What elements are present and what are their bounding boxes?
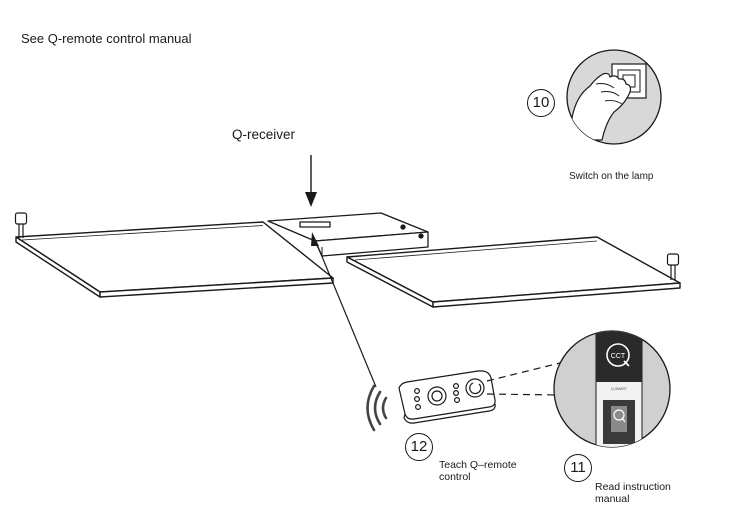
teach-remote-label: Teach Q–remote control (439, 459, 517, 483)
read-manual-label: Read instruction manual (595, 481, 671, 505)
right-light-panel (346, 236, 681, 308)
instruction-manual-icon: CCT Q-SMART (553, 330, 671, 448)
hand-pressing-wall-switch-icon (566, 49, 662, 145)
q-receiver-label: Q-receiver (232, 127, 296, 142)
manual-brand-text: CCT (611, 353, 626, 360)
step-10-badge: 10 (527, 89, 555, 117)
receiver-arrow-icon (305, 155, 317, 207)
switch-on-label: Switch on the lamp (569, 171, 654, 182)
step-12-badge: 12 (405, 433, 433, 461)
wireless-signal-icon (366, 384, 388, 432)
q-remote-control-icon (398, 370, 496, 424)
see-manual-note: See Q-remote control manual (21, 31, 192, 46)
teach-signal-arrow (311, 232, 377, 388)
manual-sublabel-text: Q-SMART (611, 387, 628, 391)
left-mount-post (14, 212, 28, 238)
step-11-badge: 11 (564, 454, 592, 482)
read-manual-line-2: manual (595, 493, 630, 506)
right-mount-post (666, 253, 680, 280)
left-light-panel (15, 221, 334, 298)
q-receiver-box (267, 212, 429, 257)
teach-remote-line-1: Teach Q–remote (439, 459, 517, 471)
teach-remote-line-2: control (439, 471, 471, 484)
read-manual-line-1: Read instruction (595, 481, 671, 493)
manual-pointer-lines (486, 362, 561, 396)
